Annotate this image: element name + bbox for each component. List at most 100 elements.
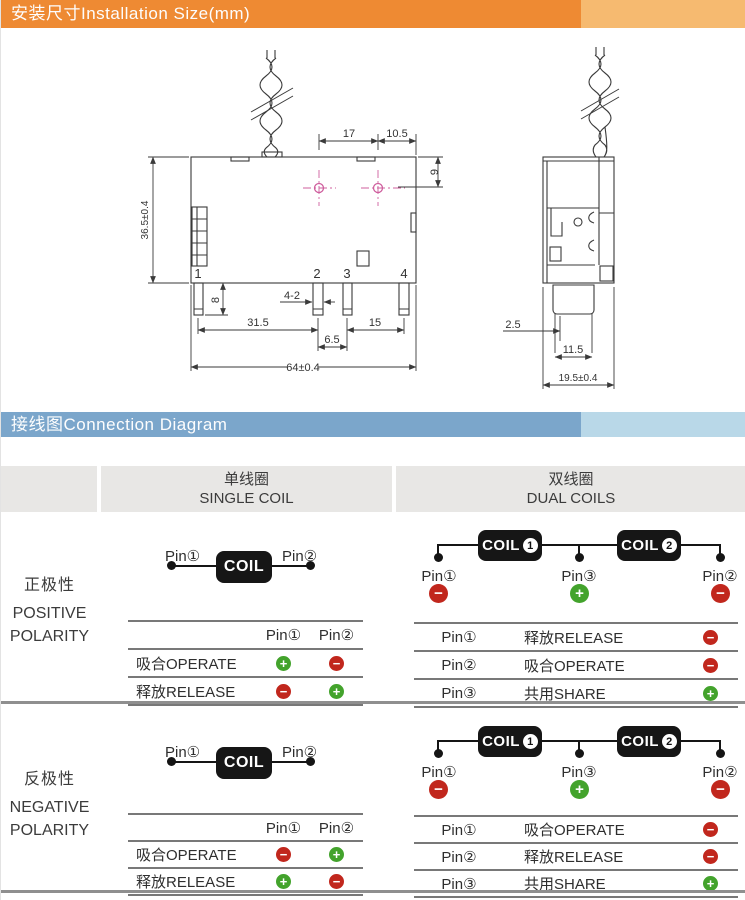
table-row: 释放RELEASE + − <box>128 867 363 896</box>
pin2-label: Pin② <box>702 764 738 781</box>
pin3-label: Pin③ <box>561 764 597 781</box>
table-row: 吸合OPERATE + − <box>128 648 363 676</box>
table-row: Pin① 吸合OPERATE − <box>414 815 738 842</box>
coil1-box: COIL 1 <box>478 726 542 757</box>
coil1-number: 1 <box>522 734 538 749</box>
column-header-dual-coils: 双线圈 DUAL COILS <box>396 466 745 512</box>
terminal-dot <box>167 757 176 766</box>
front-dimension-labels: 17 10.5 9 36.5±0.4 8 4-2 31.5 6.5 15 64±… <box>140 128 441 374</box>
side-dimension-labels: 2.5 11.5 19.5±0.4 <box>505 319 598 384</box>
polarity-sign: + <box>570 780 589 799</box>
terminal-dot <box>434 553 443 562</box>
terminal-dot <box>306 561 315 570</box>
dim-label-6-5: 6.5 <box>324 334 339 346</box>
column-header-single-coil: 单线圈 SINGLE COIL <box>101 466 392 512</box>
dim-label-31-5: 31.5 <box>247 317 268 329</box>
polarity-sign: + <box>703 685 718 701</box>
polarity-sign: − <box>703 629 718 645</box>
polarity-sign: + <box>276 655 291 671</box>
installation-size-title: 安装尺寸Installation Size(mm) <box>11 4 251 23</box>
dual-coil-table-positive: Pin① 释放RELEASE − Pin② 吸合OPERATE − Pin③ 共… <box>414 622 738 708</box>
terminal-dot <box>716 553 725 562</box>
terminal-drop <box>437 544 439 557</box>
header-accent-block <box>581 0 745 28</box>
single-coil-table-negative: Pin① Pin② 吸合OPERATE − + 释放RELEASE + − <box>128 813 363 896</box>
row-label-negative-polarity: 反极性 NEGATIVE POLARITY <box>9 771 90 839</box>
coil2-number: 2 <box>661 734 677 749</box>
coil-box: COIL <box>216 551 272 583</box>
terminal-dot <box>306 757 315 766</box>
polarity-sign: + <box>276 874 291 889</box>
polarity-sign: − <box>711 584 730 603</box>
pin2-col-header: Pin② <box>318 819 355 837</box>
pin1-col-header: Pin① <box>265 819 302 837</box>
pin1-label: Pin① <box>421 568 457 585</box>
terminal-drop <box>437 740 439 753</box>
table-header-row: Pin① Pin② <box>128 620 363 648</box>
terminal-dot <box>434 749 443 758</box>
polarity-sign: − <box>429 780 448 799</box>
dim-label-width: 64±0.4 <box>286 362 320 374</box>
terminal-drop <box>719 740 721 753</box>
dim-label-height: 36.5±0.4 <box>140 200 151 239</box>
table-row: Pin③ 共用SHARE + <box>414 678 738 708</box>
column-header-blank <box>1 466 97 512</box>
pin1-label: Pin① <box>165 548 201 565</box>
polarity-sign: − <box>703 849 718 864</box>
table-row: 吸合OPERATE − + <box>128 840 363 867</box>
dual-coils-label-zh: 双线圈 <box>548 471 594 488</box>
polarity-sign: − <box>703 657 718 673</box>
single-coil-label-en: SINGLE COIL <box>199 490 294 507</box>
wire-break-symbol <box>580 88 620 120</box>
dim-label-4-2: 4-2 <box>284 290 300 302</box>
dim-label-10-5: 10.5 <box>386 128 407 140</box>
polarity-sign: − <box>329 874 344 889</box>
connection-diagram-title: 接线图Connection Diagram <box>11 415 228 434</box>
polarity-sign: − <box>276 847 291 862</box>
front-view-outline <box>190 50 417 316</box>
front-dimension-lines <box>148 134 443 371</box>
terminal-dot <box>167 561 176 570</box>
table-row: Pin② 吸合OPERATE − <box>414 650 738 678</box>
dim-label-11-5: 11.5 <box>563 344 584 356</box>
row-divider <box>1 701 745 704</box>
dim-label-side-width: 19.5±0.4 <box>559 373 598 384</box>
terminal-dot <box>575 553 584 562</box>
pin-number-3: 3 <box>343 266 350 281</box>
table-row: Pin① 释放RELEASE − <box>414 622 738 650</box>
pin1-label: Pin① <box>421 764 457 781</box>
polarity-sign: − <box>703 822 718 837</box>
terminal-dot <box>575 749 584 758</box>
table-row: Pin③ 共用SHARE + <box>414 869 738 898</box>
polarity-sign: − <box>429 584 448 603</box>
polarity-sign: + <box>703 876 718 891</box>
polarity-sign: + <box>329 847 344 862</box>
coil1-box: COIL 1 <box>478 530 542 561</box>
single-coil-label-zh: 单线圈 <box>223 471 269 488</box>
single-coil-table-positive: Pin① Pin② 吸合OPERATE + − 释放RELEASE − + <box>128 620 363 706</box>
pin-number-2: 2 <box>313 266 320 281</box>
pin-number-4: 4 <box>400 266 407 281</box>
side-view-outline <box>542 47 620 315</box>
pin2-col-header: Pin② <box>318 627 355 644</box>
pin-number-1: 1 <box>194 266 201 281</box>
coil2-box: COIL 2 <box>617 726 681 757</box>
dim-label-9: 9 <box>429 169 441 175</box>
pin1-col-header: Pin① <box>265 627 302 644</box>
coil2-box: COIL 2 <box>617 530 681 561</box>
table-row: 释放RELEASE − + <box>128 676 363 706</box>
dim-label-2-5: 2.5 <box>505 319 520 331</box>
pin3-label: Pin③ <box>561 568 597 585</box>
polarity-sign: + <box>570 584 589 603</box>
dim-label-15: 15 <box>369 317 381 329</box>
coil-box: COIL <box>216 747 272 779</box>
table-header-row: Pin① Pin② <box>128 813 363 840</box>
terminal-drop <box>578 740 580 753</box>
polarity-sign: − <box>329 655 344 671</box>
side-dimension-lines <box>503 287 615 389</box>
polarity-sign: + <box>329 683 344 699</box>
table-row: Pin② 释放RELEASE − <box>414 842 738 869</box>
polarity-sign: − <box>276 683 291 699</box>
header-accent-block <box>581 412 745 437</box>
